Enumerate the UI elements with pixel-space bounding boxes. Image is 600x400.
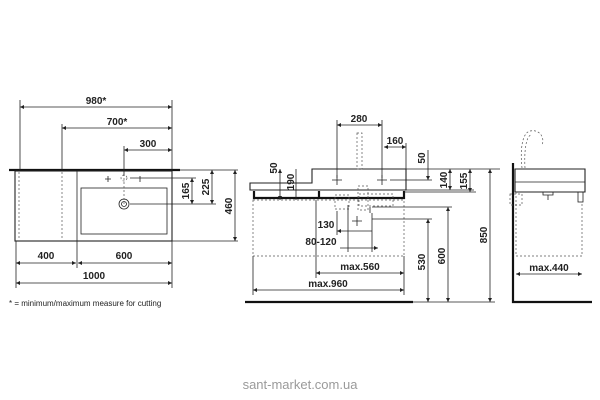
dim-460: 460 bbox=[224, 197, 235, 214]
dim-max-960: max.960 bbox=[308, 279, 348, 290]
dim-165: 165 bbox=[181, 182, 192, 199]
footnote: * = minimum/maximum measure for cutting bbox=[9, 299, 161, 308]
dim-850: 850 bbox=[479, 226, 490, 243]
faucet-icon bbox=[520, 130, 544, 169]
dim-980: 980* bbox=[86, 96, 107, 107]
dim-400: 400 bbox=[38, 251, 55, 262]
side-view: max.440 bbox=[509, 130, 592, 304]
dim-50-right: 50 bbox=[417, 152, 428, 164]
dim-max-560: max.560 bbox=[340, 262, 380, 273]
dim-600: 600 bbox=[116, 251, 133, 262]
front-view: 280 160 50 190 50 140 155 130 80-120 max… bbox=[245, 114, 500, 304]
dim-600-height: 600 bbox=[437, 247, 448, 264]
vanity-outline bbox=[14, 170, 173, 242]
dim-140: 140 bbox=[439, 171, 450, 188]
dim-80-120: 80-120 bbox=[305, 237, 337, 248]
dim-50-left: 50 bbox=[269, 162, 280, 174]
dim-155: 155 bbox=[459, 172, 470, 189]
dim-225: 225 bbox=[201, 178, 212, 195]
watermark: sant-market.com.ua bbox=[243, 377, 359, 392]
basin-side bbox=[514, 168, 586, 193]
top-view: 980* 700* 300 165 225 460 400 600 1000 *… bbox=[9, 96, 238, 308]
dim-700: 700* bbox=[107, 117, 128, 128]
dim-1000: 1000 bbox=[83, 271, 106, 282]
wall-and-floor bbox=[511, 163, 592, 304]
dim-max-440: max.440 bbox=[529, 263, 569, 274]
cabinet-outline bbox=[252, 199, 405, 257]
vanity-top-rail bbox=[252, 191, 406, 200]
dim-280: 280 bbox=[351, 114, 368, 125]
dim-160: 160 bbox=[387, 136, 404, 147]
tap-outline bbox=[357, 185, 369, 211]
dim-530: 530 bbox=[417, 253, 428, 270]
dim-130: 130 bbox=[318, 220, 335, 231]
dim-300: 300 bbox=[140, 139, 157, 150]
dim-190: 190 bbox=[286, 173, 297, 190]
